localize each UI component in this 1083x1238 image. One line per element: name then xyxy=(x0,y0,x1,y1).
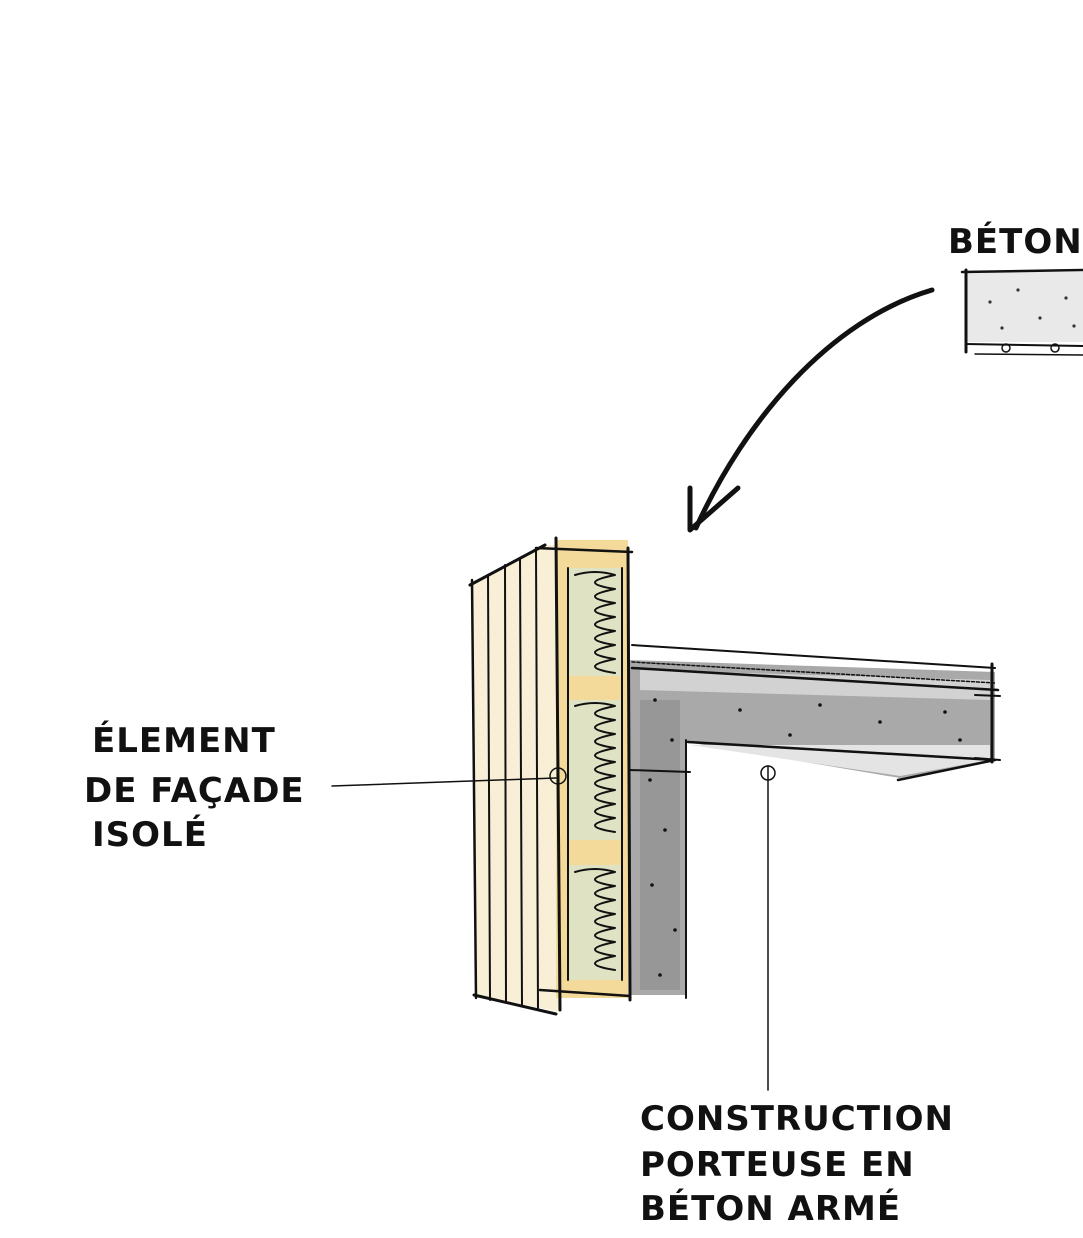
facade-label-line3: ISOLÉ xyxy=(92,814,208,855)
leader-lines xyxy=(331,765,776,1091)
beton-legend-label: BÉTON xyxy=(948,221,1083,262)
structure-label-line1: CONSTRUCTION xyxy=(640,1099,954,1139)
beton-swatch xyxy=(960,268,1083,356)
structure-label: CONSTRUCTION PORTEUSE EN BÉTON ARMÉ xyxy=(640,1099,954,1229)
structure-label-line3: BÉTON ARMÉ xyxy=(640,1188,901,1229)
facade-element xyxy=(468,536,634,1016)
beton-legend: BÉTON xyxy=(948,221,1083,356)
structure-label-line2: PORTEUSE EN xyxy=(640,1145,915,1185)
facade-label-line1: ÉLEMENT xyxy=(92,720,276,761)
facade-label-line2: DE FAÇADE xyxy=(84,771,305,811)
concrete-structure xyxy=(629,644,1001,999)
facade-element-label: ÉLEMENT DE FAÇADE ISOLÉ xyxy=(84,720,305,855)
concrete-body xyxy=(630,660,995,995)
pointer-arrow xyxy=(687,287,935,533)
